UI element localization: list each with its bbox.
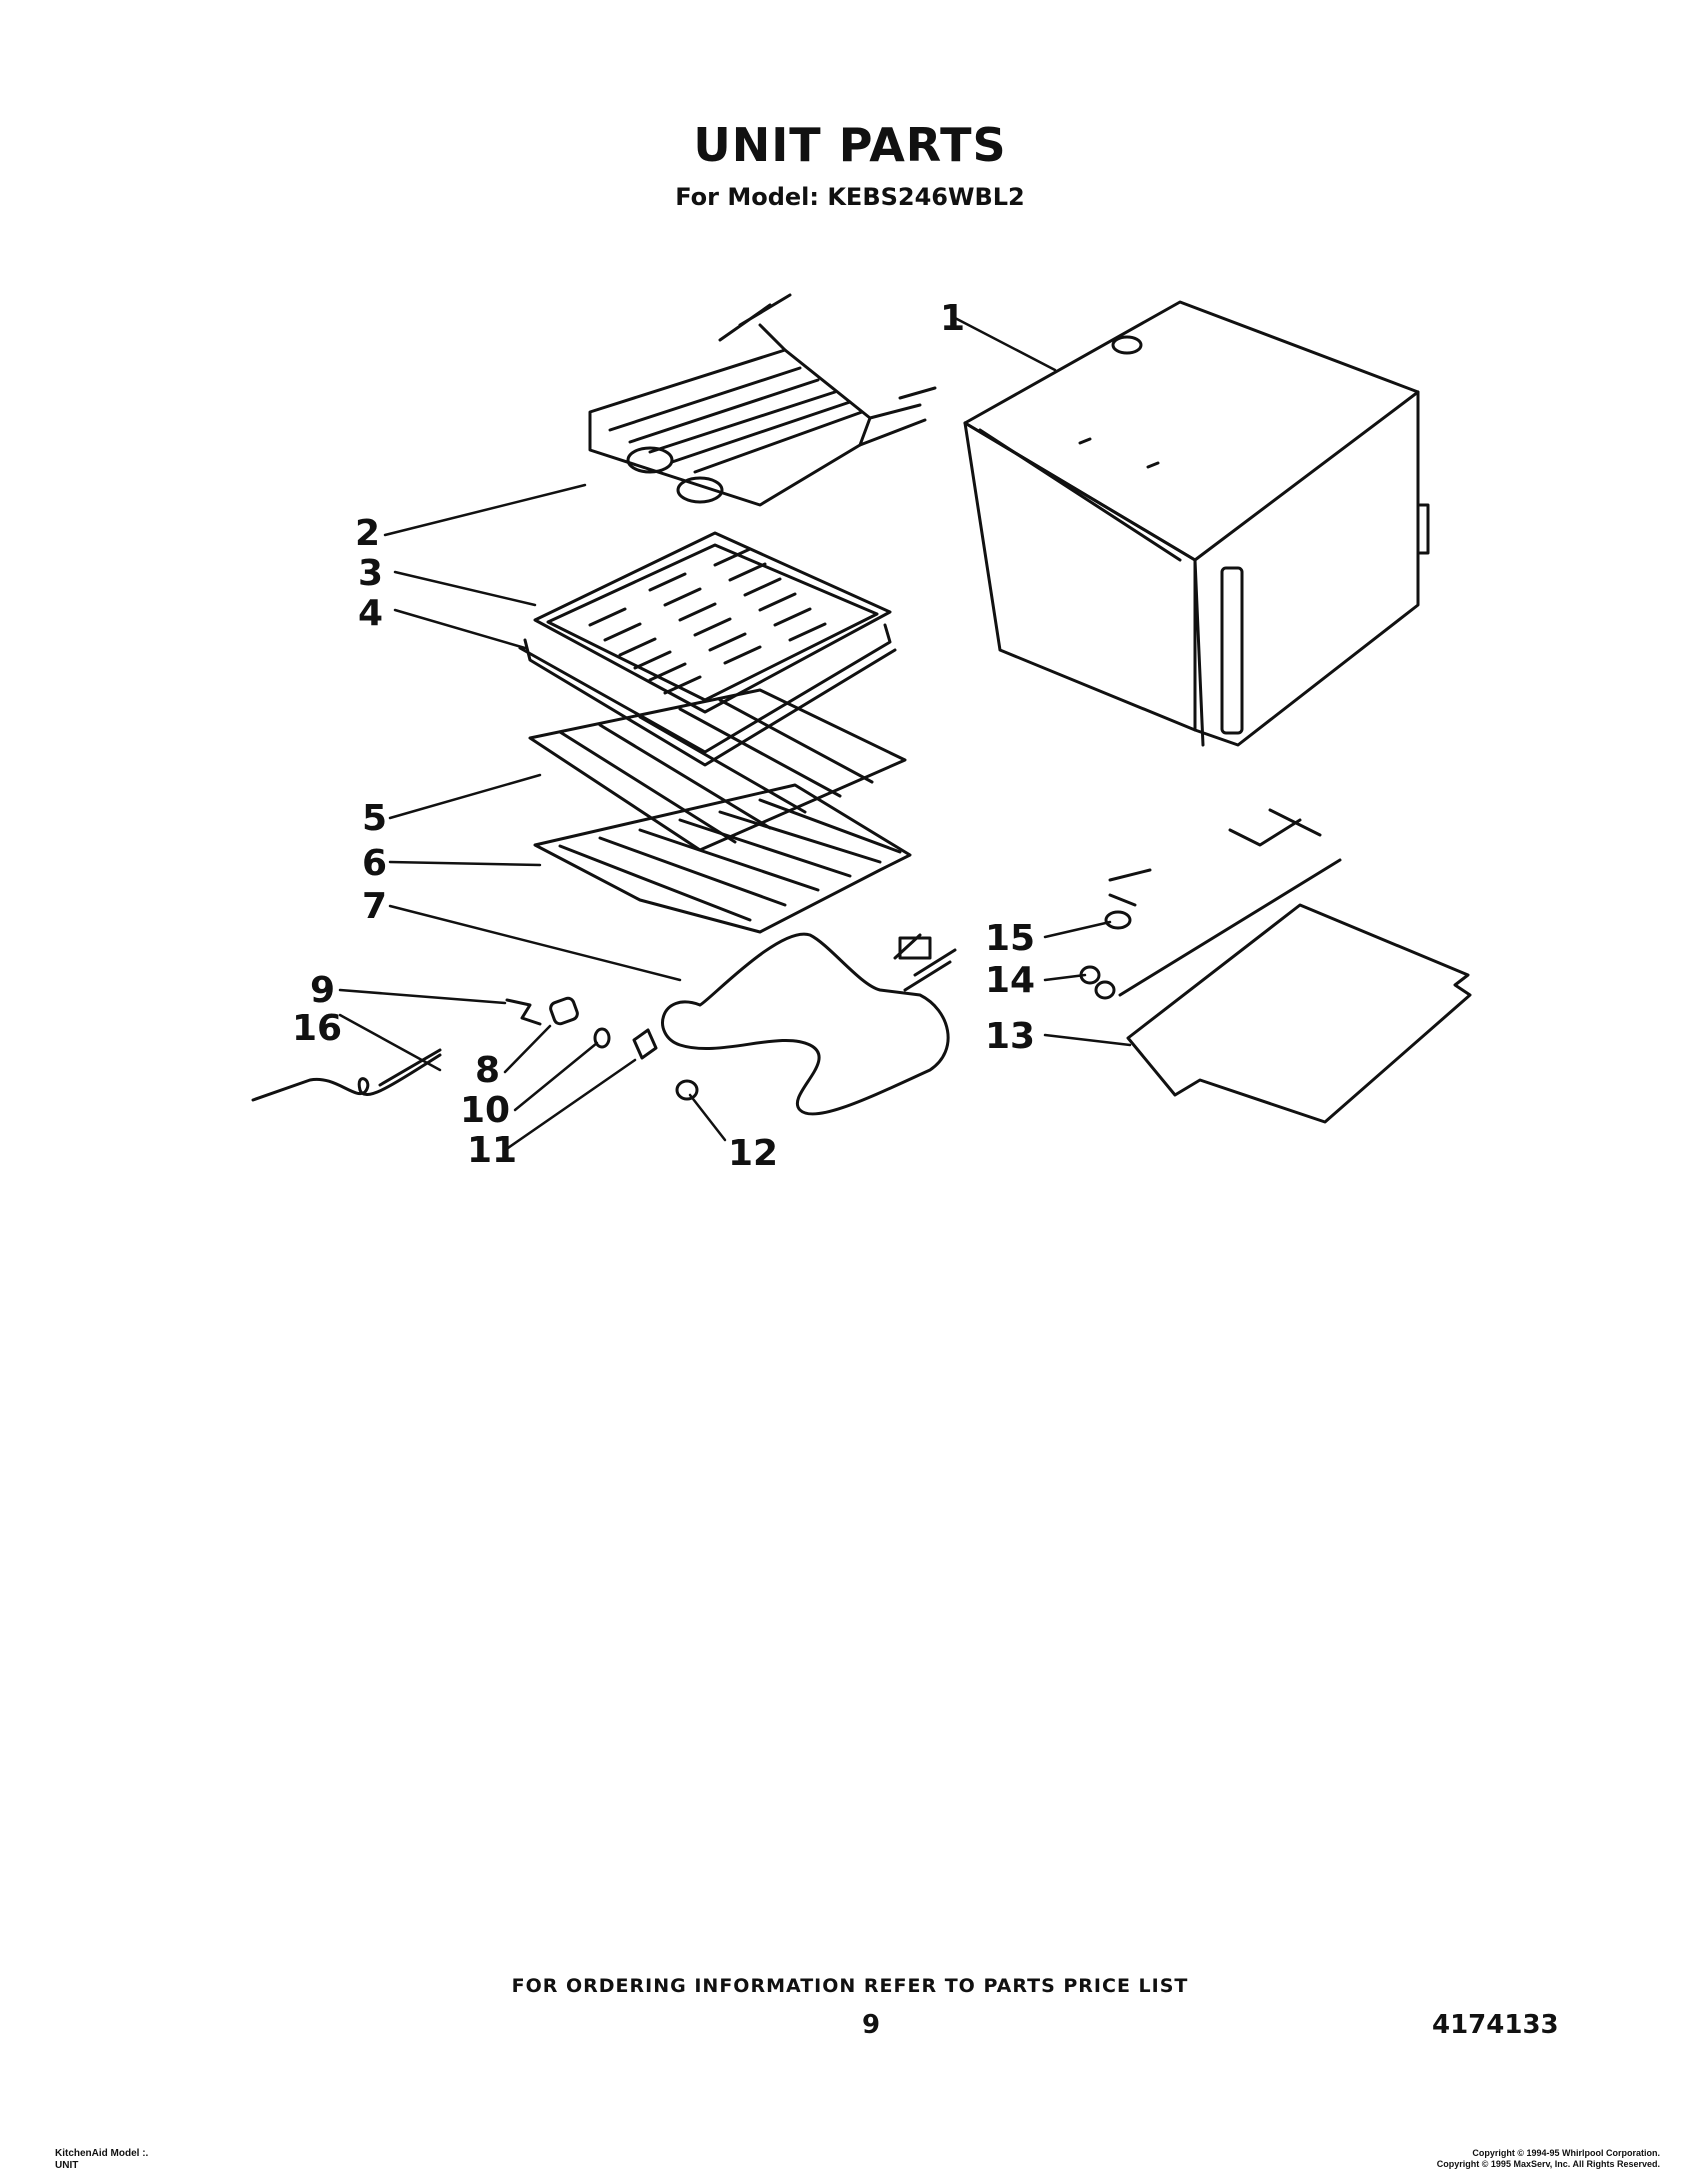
page-number: 9 xyxy=(862,2010,881,2040)
callout-2: 2 xyxy=(355,513,380,554)
callout-1: 1 xyxy=(940,298,965,339)
callout-leaders xyxy=(338,316,1132,1152)
model-footnote: KitchenAid Model :. UNIT xyxy=(55,2148,148,2172)
callout-10: 10 xyxy=(460,1090,510,1131)
callout-11: 11 xyxy=(467,1130,517,1171)
part-broiler-pan xyxy=(518,623,897,767)
callout-13: 13 xyxy=(985,1016,1035,1057)
copyright-line1: Copyright © 1994-95 Whirlpool Corporatio… xyxy=(1472,2148,1660,2158)
callout-8: 8 xyxy=(475,1050,500,1091)
callout-5: 5 xyxy=(362,798,387,839)
callout-3: 3 xyxy=(358,553,383,594)
callout-4: 4 xyxy=(358,593,383,634)
callout-14: 14 xyxy=(985,960,1035,1001)
part-broil-element xyxy=(588,293,937,507)
part-oven-cavity xyxy=(963,300,1430,747)
callout-7: 7 xyxy=(362,886,387,927)
ordering-note: FOR ORDERING INFORMATION REFER TO PARTS … xyxy=(511,1975,1189,1997)
part-wire-harness xyxy=(251,1048,442,1102)
callout-6: 6 xyxy=(362,843,387,884)
part-oven-rack-lower xyxy=(533,783,912,934)
copyright-block: Copyright © 1994-95 Whirlpool Corporatio… xyxy=(1437,2148,1660,2170)
part-small-hardware xyxy=(505,996,699,1101)
part-oven-rack-upper xyxy=(528,688,907,852)
document-number: 4174133 xyxy=(1432,2010,1559,2040)
callout-9: 9 xyxy=(310,970,335,1011)
callout-15: 15 xyxy=(985,918,1035,959)
callout-12: 12 xyxy=(728,1133,778,1174)
model-footnote-line1: KitchenAid Model :. xyxy=(55,2148,149,2159)
part-bottom-panel xyxy=(1079,808,1472,1124)
copyright-line2: Copyright © 1995 MaxServ, Inc. All Right… xyxy=(1436,2159,1660,2169)
part-broiler-pan-grid xyxy=(533,531,892,714)
model-footnote-line2: UNIT xyxy=(55,2160,79,2171)
model-subtitle: For Model: KEBS246WBL2 xyxy=(675,183,1025,211)
part-bake-element xyxy=(661,932,957,1116)
page-title: UNIT PARTS xyxy=(693,118,1007,172)
callout-16: 16 xyxy=(292,1008,342,1049)
